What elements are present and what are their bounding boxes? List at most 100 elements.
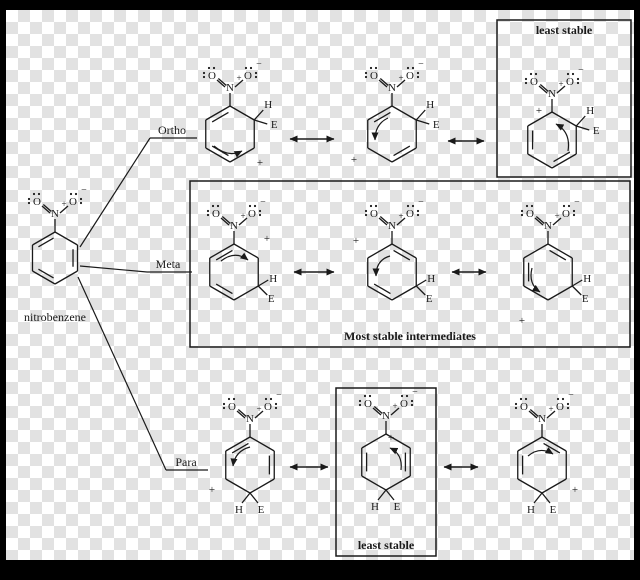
- oxygen-minus-charge: −: [574, 197, 580, 208]
- bond-line: [391, 147, 417, 163]
- lone-pair-dot: [227, 397, 231, 401]
- bond-line: [215, 249, 233, 261]
- lone-pair-dot: [374, 204, 378, 208]
- label-ortho-least-stable: least stable: [536, 23, 593, 37]
- electrophile-atom: E: [582, 293, 589, 305]
- bond-line: [415, 285, 426, 296]
- lone-pair-dot: [562, 204, 566, 208]
- lone-pair-dot: [358, 403, 362, 407]
- nitrogen-atom: N: [382, 410, 390, 422]
- hydrogen-atom: H: [527, 504, 535, 516]
- oxygen-atom: O: [370, 70, 378, 82]
- bond-line: [38, 268, 54, 279]
- bond-line: [253, 109, 264, 121]
- lone-pair-dot: [364, 71, 368, 75]
- oxygen-atom: O: [244, 70, 252, 82]
- lone-pair-dot: [206, 209, 210, 213]
- ring-plus-charge: +: [536, 105, 542, 117]
- lone-pair-dot: [369, 204, 373, 208]
- bond-line: [551, 153, 577, 169]
- bond-line: [216, 79, 226, 88]
- bond-line: [549, 249, 567, 261]
- lone-pair-dot: [572, 213, 576, 217]
- electron-push-arrow: [230, 446, 251, 467]
- ring-plus-charge: +: [353, 235, 359, 247]
- bond-line: [231, 442, 249, 454]
- oxygen-atom: O: [406, 208, 414, 220]
- bond-line: [547, 285, 573, 301]
- ring-plus-charge: +: [351, 154, 357, 166]
- bond-line: [249, 436, 275, 452]
- lone-pair-dot: [561, 397, 565, 401]
- label-para: Para: [175, 455, 197, 469]
- oxygen-atom: O: [248, 208, 256, 220]
- hydrogen-atom: H: [235, 504, 243, 516]
- bond-line: [225, 478, 251, 494]
- electron-push-arrow: [527, 447, 554, 457]
- oxygen-minus-charge: −: [412, 387, 418, 398]
- hydrogen-atom: H: [583, 273, 591, 285]
- lone-pair-dot: [222, 406, 226, 410]
- lone-pair-dot: [514, 406, 518, 410]
- lone-pair-dot: [69, 192, 73, 196]
- lone-pair-dot: [74, 192, 78, 196]
- hydrogen-atom: H: [427, 273, 435, 285]
- bond-line: [205, 147, 231, 163]
- lone-pair-dot: [264, 397, 268, 401]
- bond-line: [571, 279, 583, 287]
- lone-pair-dot: [258, 209, 262, 213]
- nitrogen-plus-charge: +: [398, 73, 403, 83]
- nitrogen-atom: N: [246, 413, 254, 425]
- bond-line: [571, 285, 582, 296]
- electron-push-arrow: [372, 255, 391, 277]
- oxygen-atom: O: [562, 208, 570, 220]
- lone-pair-dot: [519, 397, 523, 401]
- oxygen-minus-charge: −: [578, 65, 584, 76]
- electrophile-atom: E: [394, 501, 401, 513]
- nitrogen-atom: N: [230, 220, 238, 232]
- bond-line: [249, 478, 275, 494]
- lone-pair-dot: [254, 71, 258, 75]
- lone-pair-dot: [364, 213, 368, 217]
- electrophile-atom: E: [433, 119, 440, 131]
- label-para-least-stable: least stable: [358, 538, 415, 552]
- bond-line: [541, 492, 551, 504]
- lone-pair-dot: [524, 77, 528, 81]
- bond-line: [372, 407, 382, 416]
- lone-pair-dot: [530, 204, 534, 208]
- ortho-least-stable-box: [496, 19, 632, 178]
- electrophile-atom: E: [268, 293, 275, 305]
- bond-line: [517, 478, 543, 494]
- lone-pair-dot: [27, 201, 31, 205]
- lone-pair-dot: [248, 204, 252, 208]
- bond-line: [390, 407, 400, 416]
- bond-line: [229, 147, 255, 163]
- lone-pair-dot: [406, 204, 410, 208]
- lone-pair-dot: [79, 201, 83, 205]
- oxygen-minus-charge: −: [276, 390, 282, 401]
- lone-pair-dot: [576, 77, 580, 81]
- lone-pair-dot: [363, 394, 367, 398]
- oxygen-minus-charge: −: [418, 197, 424, 208]
- bond-line: [234, 79, 244, 88]
- oxygen-minus-charge: −: [256, 59, 262, 70]
- nitrogen-atom: N: [538, 413, 546, 425]
- bond-line: [221, 216, 231, 224]
- lone-pair-dot: [410, 399, 414, 403]
- oxygen-atom: O: [566, 76, 574, 88]
- lone-pair-dot: [232, 397, 236, 401]
- oxygen-atom: O: [406, 70, 414, 82]
- lone-pair-dot: [411, 204, 415, 208]
- electrophile-atom: E: [426, 293, 433, 305]
- hydrogen-atom: H: [426, 99, 434, 111]
- hydrogen-atom: H: [264, 99, 272, 111]
- bond-line: [378, 217, 388, 226]
- bond-line: [535, 216, 545, 224]
- lone-pair-dot: [369, 66, 373, 70]
- bond-line: [393, 249, 411, 261]
- label-meta: Meta: [156, 257, 181, 271]
- oxygen-atom: O: [228, 401, 236, 413]
- nitrogen-atom: N: [388, 82, 396, 94]
